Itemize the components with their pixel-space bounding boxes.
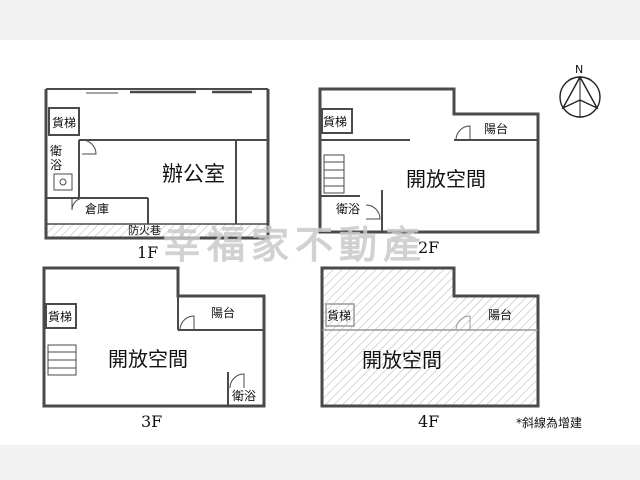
balcony-2f-label: 陽台 [484, 121, 508, 136]
watermark-text: 幸福家不動產 [163, 223, 427, 267]
compass-icon: N [559, 63, 601, 118]
elevator-1f-label: 貨梯 [52, 115, 76, 130]
floor-3f-outer-wall [42, 266, 266, 408]
balcony-3f-label: 陽台 [211, 305, 235, 320]
floor-2f-outer-wall [318, 87, 540, 234]
office-1f-label: 辦公室 [162, 162, 225, 186]
floor-4f-plan: 貨梯 陽台 開放空間 4F [320, 266, 540, 431]
hatch-note: *斜線為增建 [516, 415, 582, 430]
floor-2f-label: 2F [418, 238, 439, 257]
bathroom-2f-label: 衛浴 [336, 202, 360, 216]
floor-3f-label: 3F [141, 412, 162, 431]
floor-4f-label: 4F [418, 412, 439, 431]
floor-1f-outer-wall [44, 89, 270, 240]
elevator-3f-label: 貨梯 [48, 309, 72, 324]
compass-north-label: N [575, 63, 583, 76]
bathroom-1f-label-line1: 衛浴 [50, 144, 62, 172]
floor-1f-label: 1F [137, 243, 158, 262]
balcony-4f-label: 陽台 [488, 307, 512, 322]
elevator-2f-box [321, 108, 353, 134]
open-space-2f-label: 開放空間 [406, 167, 486, 191]
elevator-4f-label: 貨梯 [327, 308, 351, 323]
open-space-3f-label: 開放空間 [108, 347, 188, 371]
elevator-3f-box [45, 303, 77, 329]
floor-2f-plan: 貨梯 陽台 開放空間 衛浴 2F [318, 87, 540, 257]
storage-1f-label: 倉庫 [85, 201, 109, 216]
elevator-2f-label: 貨梯 [323, 114, 347, 129]
open-space-4f-label: 開放空間 [362, 348, 442, 372]
floor-4f-outer-wall-hatched [320, 266, 540, 408]
bathroom-3f-label: 衛浴 [232, 389, 256, 403]
elevator-1f-box [48, 107, 80, 136]
fire-lane-hatch [46, 224, 268, 238]
elevator-4f-box [325, 303, 355, 327]
floor-1f-plan: 貨梯 衛浴 倉庫 辦公室 防火巷 1F [44, 88, 270, 262]
fire-lane-1f-label: 防火巷 [128, 223, 161, 237]
floor-3f-plan: 貨梯 陽台 開放空間 衛浴 3F [42, 266, 266, 431]
